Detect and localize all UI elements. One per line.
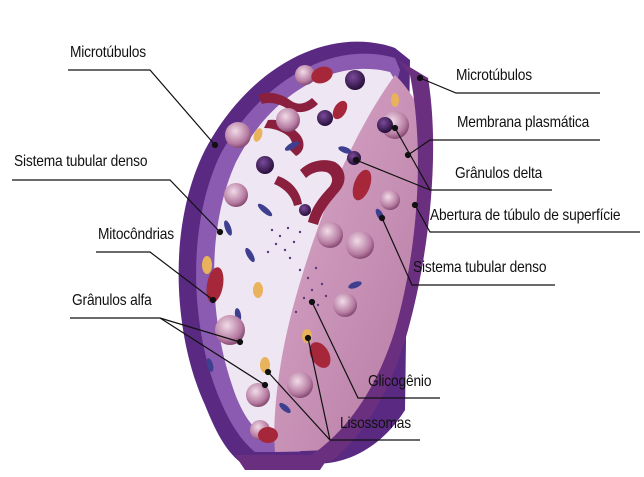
label-mitocondrias: Mitocôndrias <box>98 226 174 244</box>
label-lisossomas: Lisossomas <box>340 415 411 433</box>
label-sistema-tubular-denso-left: Sistema tubular denso <box>14 153 147 171</box>
label-granulos-alfa: Grânulos alfa <box>72 292 152 310</box>
label-sistema-tubular-denso-right: Sistema tubular denso <box>413 259 546 277</box>
label-glicogenio: Glicogênio <box>368 373 431 391</box>
membrane-rim-bottom <box>235 455 330 470</box>
label-microtubulos-right: Microtúbulos <box>456 67 532 85</box>
label-microtubulos-left: Microtúbulos <box>70 44 146 62</box>
label-abertura-tubulo: Abertura de túbulo de superfície <box>430 207 620 225</box>
label-membrana-plasmatica: Membrana plasmática <box>457 114 589 132</box>
label-granulos-delta: Grânulos delta <box>455 165 542 183</box>
